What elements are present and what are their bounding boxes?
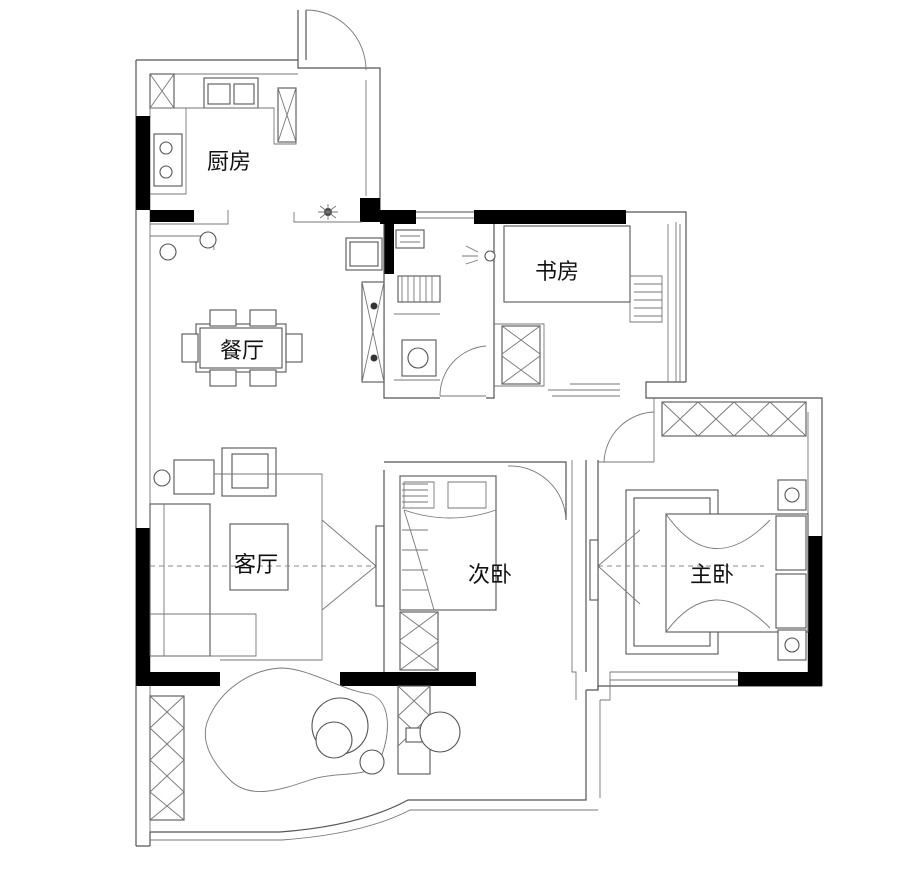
room-label-kitchen: 厨房 [207,150,251,175]
master-bedroom-area [585,401,809,690]
study-area [494,224,681,397]
kitchen-area [149,9,367,261]
room-label-second-bedroom: 次卧 [468,563,512,588]
second-bedroom-area [383,460,577,775]
room-label-living: 客厅 [234,553,278,578]
plant-icon [370,302,378,362]
room-label-dining: 餐厅 [220,339,264,364]
room-label-master-bedroom: 主卧 [690,563,734,588]
dining-area [181,309,303,387]
plant-icon [318,204,338,220]
room-label-study: 书房 [535,260,579,285]
walls [136,116,822,686]
room-labels: 厨房 书房 餐厅 客厅 次卧 主卧 [207,150,734,588]
living-area [149,447,388,821]
bathroom-area [345,211,496,399]
